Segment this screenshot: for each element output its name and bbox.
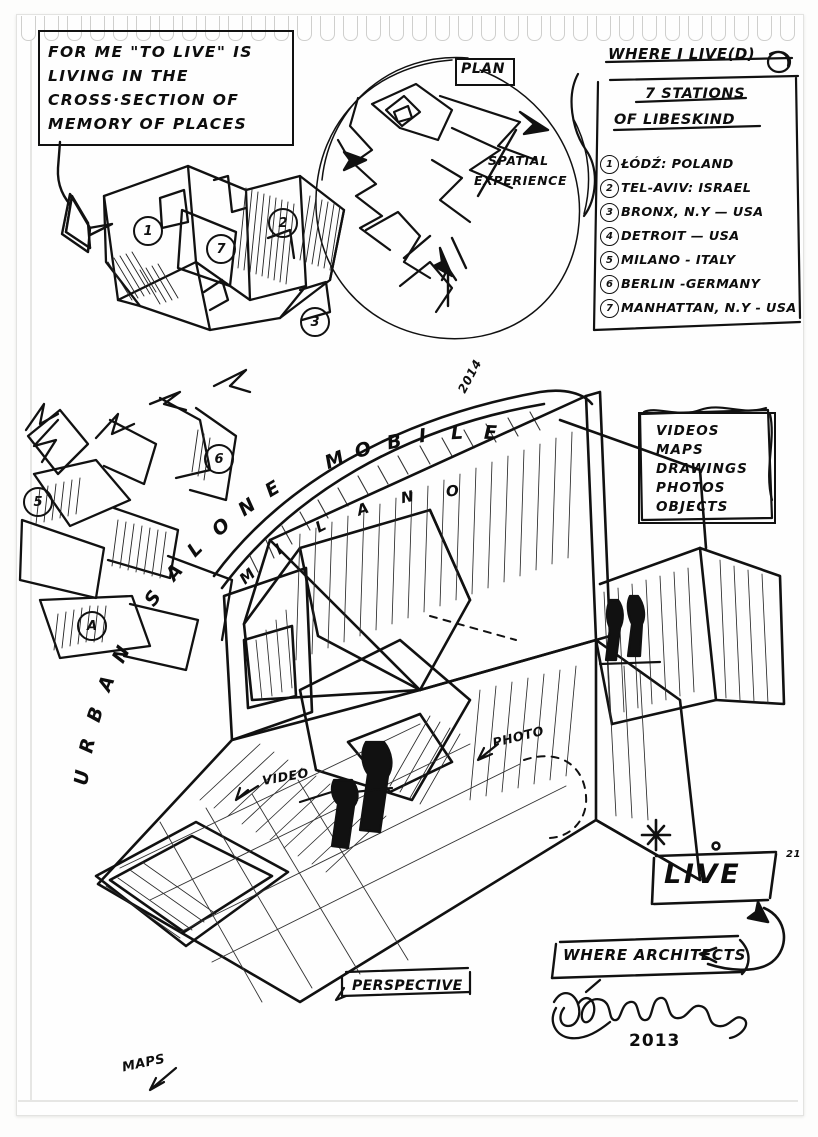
spiral-hole xyxy=(481,16,496,41)
station-name-5: MILANO - ITALY xyxy=(621,253,736,268)
where-i-live-title: WHERE I LIVE(D) xyxy=(608,45,756,63)
curved-letter: O xyxy=(444,481,460,501)
spiral-hole xyxy=(67,16,82,41)
station-number-1: 1 xyxy=(600,155,619,174)
spiral-hole xyxy=(90,16,105,41)
spiral-hole xyxy=(435,16,450,41)
spiral-hole xyxy=(596,16,611,41)
spiral-hole xyxy=(274,16,289,41)
drawing-marker-6: 6 xyxy=(204,444,234,474)
station-number-4: 4 xyxy=(600,227,619,246)
spiral-hole xyxy=(159,16,174,41)
perspective-annotation: PERSPECTIVE xyxy=(352,978,463,994)
drawing-marker-7: 7 xyxy=(206,234,236,264)
drawing-marker-1: 1 xyxy=(133,216,163,246)
spiral-hole xyxy=(619,16,634,41)
curved-letter: E xyxy=(483,421,499,445)
drawing-marker-5: 5 xyxy=(23,487,53,517)
spiral-hole xyxy=(297,16,312,41)
spiral-hole xyxy=(780,16,795,41)
where-architects-tagline: WHERE ARCHITECTS xyxy=(563,946,747,964)
signature-year: 2013 xyxy=(629,1031,681,1051)
spiral-hole xyxy=(642,16,657,41)
spiral-hole xyxy=(711,16,726,41)
plan-label-box xyxy=(455,58,515,86)
spiral-hole xyxy=(113,16,128,41)
drawing-marker-A: A xyxy=(77,611,107,641)
superscript-mark: 21 xyxy=(786,849,802,860)
spiral-hole xyxy=(21,16,36,41)
stations-of-label: OF LIBESKIND xyxy=(614,112,736,128)
spiral-hole xyxy=(205,16,220,41)
curved-letter: L xyxy=(450,422,466,445)
station-name-1: ŁÓDŹ: POLAND xyxy=(621,157,734,172)
station-name-3: BRONX, N.Y — USA xyxy=(621,205,764,220)
spiral-hole xyxy=(665,16,680,41)
media-item-objects: OBJECTS xyxy=(656,499,729,515)
station-name-2: TEL-AVIV: ISRAEL xyxy=(621,181,752,196)
page-margin-line xyxy=(30,40,32,1100)
media-box-frame xyxy=(638,412,776,524)
station-number-3: 3 xyxy=(600,203,619,222)
spiral-hole xyxy=(320,16,335,41)
quote-line-2: LIVING IN THE xyxy=(48,67,189,85)
media-item-videos: VIDEOS xyxy=(656,423,720,439)
spiral-hole xyxy=(366,16,381,41)
quote-box-frame xyxy=(38,30,294,146)
quote-line-1: FOR ME "TO LIVE" IS xyxy=(48,43,253,61)
spiral-hole xyxy=(734,16,749,41)
spiral-hole xyxy=(527,16,542,41)
station-name-7: MANHATTAN, N.Y - USA xyxy=(621,301,797,316)
spiral-hole xyxy=(504,16,519,41)
spiral-hole xyxy=(343,16,358,41)
spiral-hole xyxy=(550,16,565,41)
plan-label: PLAN xyxy=(461,61,505,77)
live-word: LIVE xyxy=(664,859,742,890)
spiral-hole xyxy=(757,16,772,41)
media-item-photos: PHOTOS xyxy=(656,480,726,496)
spiral-hole xyxy=(688,16,703,41)
spiral-hole xyxy=(228,16,243,41)
media-item-maps: MAPS xyxy=(656,442,704,458)
spiral-hole xyxy=(44,16,59,41)
quote-line-3: CROSS·SECTION OF xyxy=(48,91,240,109)
spiral-hole xyxy=(458,16,473,41)
spiral-hole xyxy=(136,16,151,41)
stations-count-label: 7 STATIONS xyxy=(645,86,746,102)
drawing-marker-3: 3 xyxy=(300,307,330,337)
station-number-6: 6 xyxy=(600,275,619,294)
page-bottom-edge xyxy=(18,1100,798,1102)
spatial-experience-label-line1: SPATIAL xyxy=(488,153,549,168)
station-name-6: BERLIN -GERMANY xyxy=(621,277,761,292)
station-number-2: 2 xyxy=(600,179,619,198)
station-number-7: 7 xyxy=(600,299,619,318)
station-name-4: DETROIT — USA xyxy=(621,229,740,244)
media-item-drawings: DRAWINGS xyxy=(656,461,748,477)
spiral-binding-perforations xyxy=(18,16,800,42)
spiral-hole xyxy=(412,16,427,41)
spiral-hole xyxy=(573,16,588,41)
quote-line-4: MEMORY OF PLACES xyxy=(48,115,248,133)
station-number-5: 5 xyxy=(600,251,619,270)
spiral-hole xyxy=(251,16,266,41)
spatial-experience-label-line2: EXPERIENCE xyxy=(474,173,568,188)
spiral-hole xyxy=(182,16,197,41)
drawing-marker-2: 2 xyxy=(268,208,298,238)
spiral-hole xyxy=(389,16,404,41)
